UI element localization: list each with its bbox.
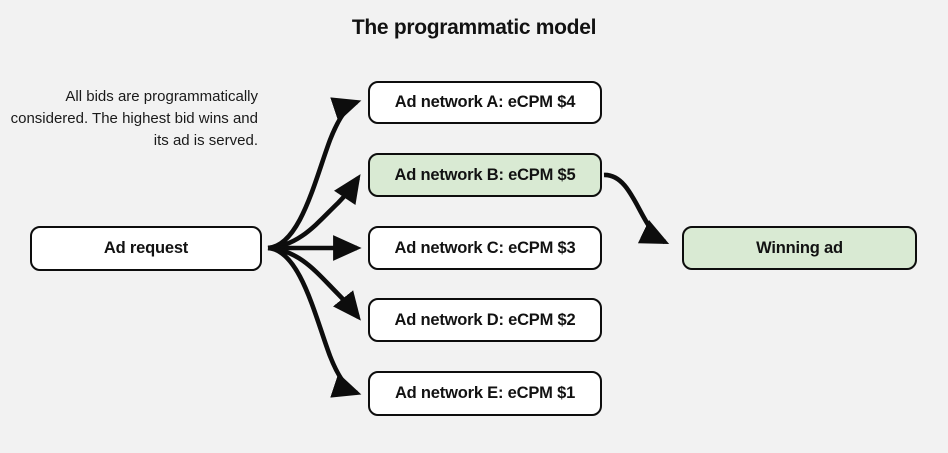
node-winning-ad[interactable]: Winning ad	[682, 226, 917, 270]
edge-ad-request-to-network-d	[267, 245, 361, 321]
node-ad-request-label: Ad request	[103, 239, 189, 257]
node-ad-network-a[interactable]: Ad network A: eCPM $4	[368, 81, 602, 124]
explanatory-note: All bids are programmatically considered…	[10, 88, 258, 149]
edge-ad-request-to-network-b	[267, 174, 361, 251]
node-ad-network-d-label: Ad network D: eCPM $2	[394, 310, 576, 329]
node-ad-network-e[interactable]: Ad network E: eCPM $1	[368, 371, 602, 416]
edge-ad-request-to-network-a	[267, 97, 362, 251]
node-ad-request[interactable]: Ad request	[30, 226, 262, 271]
node-ad-network-d[interactable]: Ad network D: eCPM $2	[368, 298, 602, 342]
node-winning-ad-label: Winning ad	[756, 238, 843, 257]
node-ad-network-b-label: Ad network B: eCPM $5	[394, 165, 576, 184]
edge-network-b-to-winning-ad	[603, 172, 670, 245]
node-ad-network-b[interactable]: Ad network B: eCPM $5	[368, 153, 602, 197]
page-title: The programmatic model	[351, 16, 597, 39]
node-ad-network-c-label: Ad network C: eCPM $3	[394, 238, 576, 257]
edge-ad-request-to-network-e	[267, 245, 362, 398]
node-ad-network-a-label: Ad network A: eCPM $4	[394, 93, 576, 111]
node-ad-network-e-label: Ad network E: eCPM $1	[394, 384, 576, 402]
node-ad-network-c[interactable]: Ad network C: eCPM $3	[368, 226, 602, 270]
